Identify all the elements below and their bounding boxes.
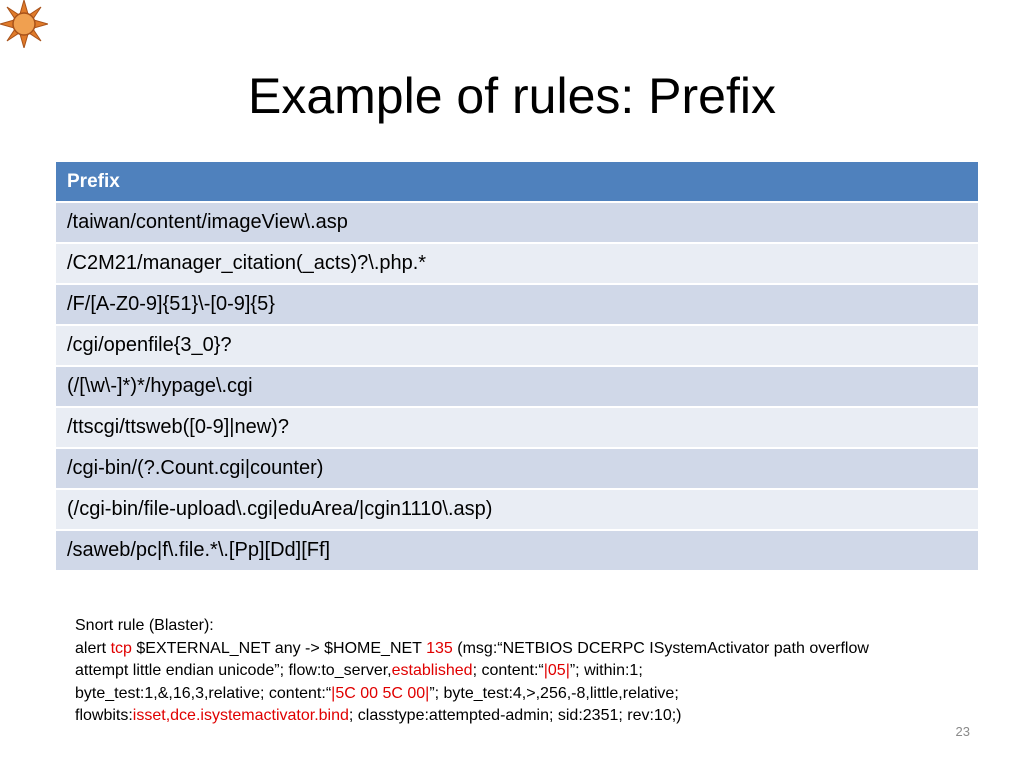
sun-icon	[0, 0, 48, 48]
rule-highlight: established	[391, 662, 473, 679]
rule-highlight: |05|	[543, 662, 570, 679]
prefix-cell: /saweb/pc|f\.file.*\.[Pp][Dd][Ff]	[56, 529, 978, 570]
prefix-cell: /C2M21/manager_citation(_acts)?\.php.*	[56, 242, 978, 284]
rule-highlight: isset,dce.isystemactivator.bind	[132, 707, 349, 724]
prefix-cell: /ttscgi/ttsweb([0-9]|new)?	[56, 406, 978, 448]
snort-rule-line: byte_test:1,&,16,3,relative; content:“|5…	[75, 683, 975, 706]
table-row: (/cgi-bin/file-upload\.cgi|eduArea/|cgin…	[56, 488, 978, 530]
rule-text: $EXTERNAL_NET any -> $HOME_NET	[131, 639, 427, 657]
rule-text: ”; byte_test:4,>,256,-8,little,relative;	[429, 684, 679, 702]
table-row: /saweb/pc|f\.file.*\.[Pp][Dd][Ff]	[56, 529, 978, 570]
table-row: /C2M21/manager_citation(_acts)?\.php.*	[56, 242, 978, 284]
snort-rule-heading: Snort rule (Blaster):	[75, 617, 214, 634]
rule-text: alert	[75, 639, 111, 657]
table-header-row: Prefix	[56, 160, 978, 202]
prefix-cell: /F/[A-Z0-9]{51}\-[0-9]{5}	[56, 283, 978, 325]
prefix-cell: /cgi/openfile{3_0}?	[56, 324, 978, 366]
table-row: /cgi/openfile{3_0}?	[56, 324, 978, 366]
rule-highlight: |5C 00 5C 00|	[331, 684, 430, 702]
rule-text: attempt little endian unicode”; flow:to_…	[75, 662, 392, 679]
rule-text: byte_test:1,&,16,3,relative; content:“	[75, 684, 332, 702]
snort-rule-line: alert tcp $EXTERNAL_NET any -> $HOME_NET…	[75, 638, 975, 661]
table-row: (/[\w\-]*)*/hypage\.cgi	[56, 365, 978, 407]
table-row: /ttscgi/ttsweb([0-9]|new)?	[56, 406, 978, 448]
rule-text: flowbits:	[75, 707, 133, 724]
prefix-table: Prefix /taiwan/content/imageView\.asp /C…	[56, 160, 978, 570]
prefix-cell: (/cgi-bin/file-upload\.cgi|eduArea/|cgin…	[56, 488, 978, 530]
rule-highlight: 135	[426, 639, 453, 657]
snort-rule-block: Snort rule (Blaster): alert tcp $EXTERNA…	[75, 615, 975, 728]
prefix-cell: /taiwan/content/imageView\.asp	[56, 201, 978, 243]
rule-text: ; content:“	[472, 662, 544, 679]
snort-rule-line: attempt little endian unicode”; flow:to_…	[75, 660, 975, 683]
rule-highlight: tcp	[110, 639, 132, 657]
rule-text: ; classtype:attempted-admin; sid:2351; r…	[348, 707, 682, 724]
slide-title: Example of rules: Prefix	[248, 68, 776, 124]
table-row: /cgi-bin/(?.Count.cgi|counter)	[56, 447, 978, 489]
rule-text: (msg:“NETBIOS DCERPC ISystemActivator pa…	[452, 639, 869, 657]
prefix-cell: /cgi-bin/(?.Count.cgi|counter)	[56, 447, 978, 489]
prefix-cell: (/[\w\-]*)*/hypage\.cgi	[56, 365, 978, 407]
snort-rule-line: flowbits:isset,dce.isystemactivator.bind…	[75, 705, 975, 728]
table-row: /taiwan/content/imageView\.asp	[56, 201, 978, 243]
table-row: /F/[A-Z0-9]{51}\-[0-9]{5}	[56, 283, 978, 325]
column-header-prefix: Prefix	[56, 160, 978, 202]
page-number: 23	[955, 724, 970, 739]
rule-text: ”; within:1;	[569, 662, 643, 679]
